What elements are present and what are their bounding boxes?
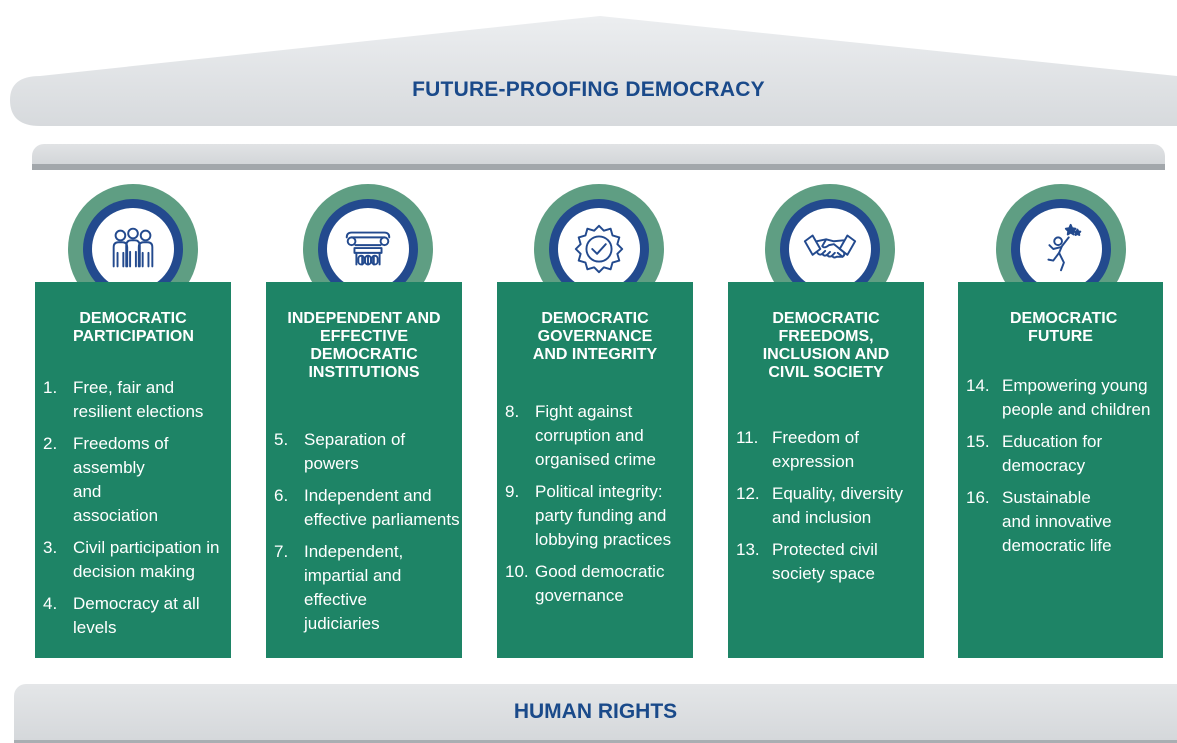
pillar-items: 11.Freedom of expression 12.Equality, di… xyxy=(728,426,924,594)
foundation-title: HUMAN RIGHTS xyxy=(513,700,678,723)
architrave-beam xyxy=(32,144,1165,170)
list-item: 13.Protected civil society space xyxy=(736,540,878,583)
list-item: 11.Freedom of expression xyxy=(736,428,859,471)
list-item: 3.Civil participation in decision making xyxy=(43,538,220,581)
pillar-democratic-freedoms: DEMOCRATIC FREEDOMS, INCLUSION AND CIVIL… xyxy=(728,282,924,658)
list-item: 5.Separation of powers xyxy=(274,430,406,473)
list-item: 12.Equality, diversity and inclusion xyxy=(736,484,904,527)
people-icon xyxy=(112,227,154,268)
list-item: 6.Independent and effective parliaments xyxy=(274,486,460,529)
list-item: 15.Education for democracy xyxy=(966,432,1103,475)
pillar-democratic-participation: DEMOCRATIC PARTICIPATION 1.Free, fair an… xyxy=(35,282,231,658)
pillar-democratic-governance: DEMOCRATIC GOVERNANCE AND INTEGRITY 8.Fi… xyxy=(497,282,693,658)
pillar-title: DEMOCRATIC GOVERNANCE AND INTEGRITY xyxy=(532,310,658,363)
list-item: 2.Freedoms of assembly and association xyxy=(43,434,169,525)
reaching-person-icon xyxy=(1047,223,1082,272)
roof-title: FUTURE-PROOFING DEMOCRACY xyxy=(412,78,765,101)
pillar-title: DEMOCRATIC PARTICIPATION xyxy=(73,310,194,345)
list-item: 14.Empowering young people and children xyxy=(966,376,1151,419)
pillar-items: 14.Empowering young people and children … xyxy=(958,374,1163,566)
column-icon xyxy=(345,231,391,266)
handshake-icon xyxy=(803,234,857,259)
list-item: 8.Fight against corruption and organised… xyxy=(505,402,656,469)
list-item: 16.Sustainable and innovative democratic… xyxy=(966,488,1112,555)
pillar-democratic-future: DEMOCRATIC FUTURE 14.Empowering young pe… xyxy=(958,282,1163,658)
pillar-title: DEMOCRATIC FREEDOMS, INCLUSION AND CIVIL… xyxy=(762,310,890,381)
pillar-items: 1.Free, fair and resilient elections 2.F… xyxy=(35,376,231,648)
pillar-democratic-institutions: INDEPENDENT AND EFFECTIVE DEMOCRATIC INS… xyxy=(266,282,462,658)
pillar-title: INDEPENDENT AND EFFECTIVE DEMOCRATIC INS… xyxy=(287,310,441,381)
pillar-items: 5.Separation of powers 6.Independent and… xyxy=(266,428,462,644)
foundation: HUMAN RIGHTS xyxy=(14,684,1177,743)
roof xyxy=(10,16,1177,126)
list-item: 4.Democracy at all levels xyxy=(43,594,200,637)
list-item: 1.Free, fair and resilient elections xyxy=(43,378,204,421)
list-item: 7.Independent, impartial and effective j… xyxy=(274,542,404,633)
list-item: 9.Political integrity: party funding and… xyxy=(505,482,672,549)
list-item: 10.Good democratic governance xyxy=(505,562,665,605)
pillar-items: 8.Fight against corruption and organised… xyxy=(497,400,693,616)
checkmark-seal-icon xyxy=(574,224,624,274)
pillar-title: DEMOCRATIC FUTURE xyxy=(1010,310,1118,345)
